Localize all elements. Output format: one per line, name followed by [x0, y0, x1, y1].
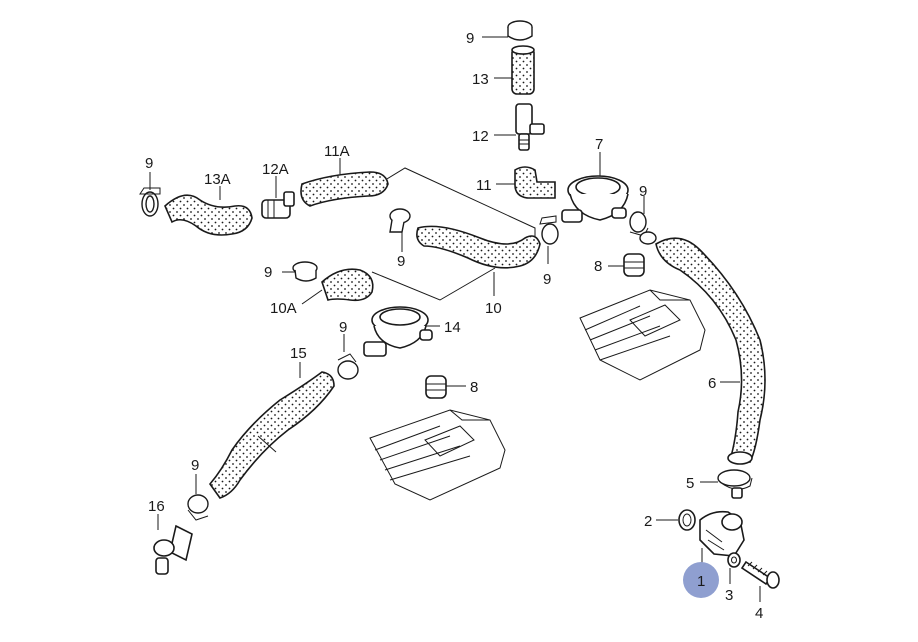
part-15-hose [208, 371, 335, 499]
label-9-right-top[interactable]: 9 [639, 183, 647, 200]
part-11-elbow [514, 166, 556, 199]
part-10-hose [416, 225, 541, 269]
label-12[interactable]: 12 [472, 128, 489, 145]
part-2-o-ring [678, 509, 696, 531]
label-9-hose10-left[interactable]: 9 [397, 253, 405, 270]
label-9-hose10-right[interactable]: 9 [543, 271, 551, 288]
part-4-bolt [740, 560, 780, 589]
part-1-connector [699, 510, 745, 557]
part-8-grommet-left [425, 375, 447, 399]
part-13a-hose [164, 194, 253, 236]
label-11[interactable]: 11 [476, 177, 492, 194]
label-10[interactable]: 10 [485, 300, 502, 317]
part-11a-hose [300, 171, 389, 207]
cylinder-head-right [579, 289, 706, 381]
part-labels: 9 13 12 11 7 9 13A 12A 11A 9 9 9 8 9 10A… [145, 30, 763, 622]
part-12a-valve [261, 191, 295, 219]
part-9-clamp-10-right [539, 215, 559, 245]
part-9-clamp-10a [292, 261, 318, 282]
part-9-clamp-10-left [389, 208, 411, 233]
part-1-highlight-badge[interactable] [683, 562, 719, 598]
label-12a[interactable]: 12A [262, 161, 289, 178]
part-14-oil-separator [363, 306, 433, 357]
label-8-left[interactable]: 8 [470, 379, 478, 396]
part-12-valve [515, 103, 545, 151]
label-10a[interactable]: 10A [270, 300, 297, 317]
label-13a[interactable]: 13A [204, 171, 231, 188]
part-9-clamp-top [507, 20, 533, 41]
part-9-clamp-right-2 [639, 231, 657, 245]
cylinder-head-left [369, 409, 506, 501]
label-15[interactable]: 15 [290, 345, 307, 362]
label-7[interactable]: 7 [595, 136, 603, 153]
part-13-hose [511, 45, 535, 95]
label-9-10a[interactable]: 9 [264, 264, 272, 281]
label-6[interactable]: 6 [708, 375, 716, 392]
part-5-clamp [717, 469, 753, 499]
label-3[interactable]: 3 [725, 587, 733, 604]
part-9-clamp-15 [187, 494, 209, 521]
label-9-14[interactable]: 9 [339, 319, 347, 336]
label-9-bottom-left[interactable]: 9 [191, 457, 199, 474]
label-8-right[interactable]: 8 [594, 258, 602, 275]
label-2[interactable]: 2 [644, 513, 652, 530]
part-9-clamp-13a [139, 187, 161, 217]
label-14[interactable]: 14 [444, 319, 461, 336]
label-9-left[interactable]: 9 [145, 155, 153, 172]
part-9-clamp-14 [337, 353, 359, 380]
part-6-hose [655, 237, 766, 465]
part-8-grommet-right [623, 253, 645, 277]
label-5[interactable]: 5 [686, 475, 694, 492]
label-1[interactable]: 1 [697, 573, 705, 590]
label-9-top[interactable]: 9 [466, 30, 474, 47]
label-16[interactable]: 16 [148, 498, 165, 515]
part-16-fitting [153, 524, 193, 575]
part-10a-hose [321, 268, 374, 302]
part-7-oil-separator [561, 175, 629, 223]
leader-lines [149, 36, 761, 602]
part-3-washer [727, 552, 741, 568]
label-11a[interactable]: 11A [324, 143, 350, 160]
label-13[interactable]: 13 [472, 71, 489, 88]
label-4[interactable]: 4 [755, 605, 763, 622]
